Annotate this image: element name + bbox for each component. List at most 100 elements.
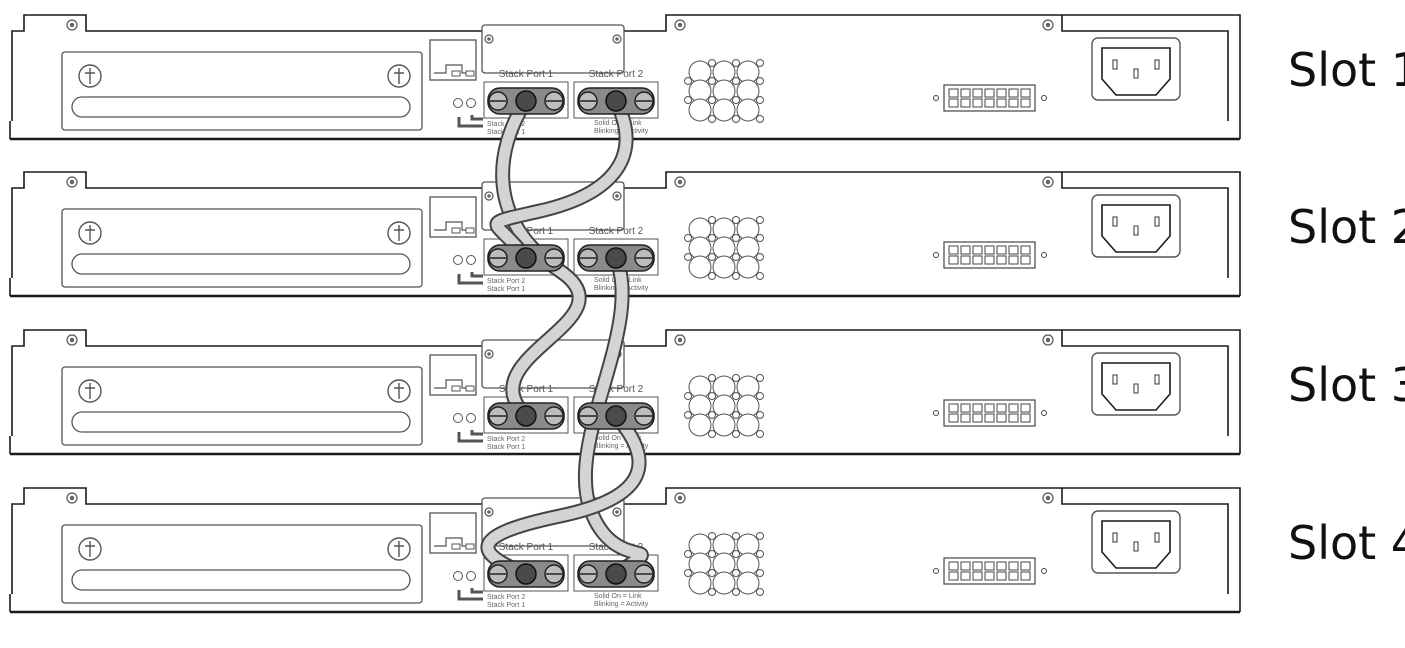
fan-vent-small-hole (708, 374, 716, 382)
fan-vent-hole (688, 571, 712, 595)
rps-pin (996, 561, 1007, 571)
fan-vent-hole (712, 571, 736, 595)
chassis-outline (11, 171, 1241, 278)
expansion-slot-handle (71, 411, 411, 433)
led-legend-stack-port-1: Stack Port 1 (487, 444, 525, 451)
screw-head-icon (1045, 495, 1051, 501)
fan-vent-small-hole (756, 77, 764, 85)
fan-vent-small-hole (732, 411, 740, 419)
fan-vent-small-hole (684, 569, 692, 577)
connector-cable-boot (515, 405, 537, 427)
stack-port-1-label: Stack Port 1 (499, 384, 554, 395)
rps-pin (1020, 571, 1031, 581)
rps-pin (1020, 245, 1031, 255)
expansion-slot-cover (61, 524, 423, 604)
led-legend-stack-port-2: Stack Port 2 (487, 436, 525, 443)
fan-vent-hole (688, 413, 712, 437)
rps-screw-icon (933, 252, 939, 258)
rps-pin (960, 413, 971, 423)
ac-pin (1133, 225, 1139, 236)
fan-vent-small-hole (732, 272, 740, 280)
rps-pin (1020, 403, 1031, 413)
led-leader-line (457, 432, 483, 443)
fan-vent-hole (736, 255, 760, 279)
chassis-outline (11, 487, 1241, 594)
screw-head-icon (1045, 337, 1051, 343)
rps-pin (996, 571, 1007, 581)
screw-head-icon (69, 495, 75, 501)
rps-pin (1008, 571, 1019, 581)
fan-vent-small-hole (708, 392, 716, 400)
console-pin (451, 70, 461, 77)
rps-pin (972, 561, 983, 571)
console-pin (465, 70, 475, 77)
screw-head-icon (487, 37, 491, 41)
fan-vent-hole (712, 98, 736, 122)
fan-vent-small-hole (732, 234, 740, 242)
fan-vent-small-hole (684, 96, 692, 104)
rps-pin (984, 245, 995, 255)
connector-cable-boot (605, 247, 627, 269)
screw-head-icon (615, 37, 619, 41)
fan-vent-hole (736, 571, 760, 595)
stack-connector-slot-2-port-2 (577, 244, 655, 272)
rps-pin (948, 255, 959, 265)
stack-led-icon (453, 255, 463, 265)
rps-pin (972, 245, 983, 255)
fan-vent-small-hole (684, 411, 692, 419)
rps-screw-icon (933, 568, 939, 574)
console-port-socket (434, 221, 472, 231)
fan-vent-small-hole (756, 115, 764, 123)
console-pin (465, 227, 475, 234)
fan-vent-small-hole (708, 216, 716, 224)
stack-module-plate (481, 24, 625, 74)
ac-pin (1112, 374, 1118, 385)
screw-head-icon (487, 352, 491, 356)
led-leader-line (470, 430, 483, 436)
stack-led-icon (453, 413, 463, 423)
fan-vent-small-hole (756, 59, 764, 67)
stack-port-1-label: Stack Port 1 (499, 69, 554, 80)
rps-pin (960, 88, 971, 98)
ac-pin (1133, 383, 1139, 394)
fan-vent-small-hole (684, 550, 692, 558)
thumbscrew-cross-icon (394, 225, 404, 241)
rps-pin (960, 571, 971, 581)
ac-pin (1112, 532, 1118, 543)
fan-vent-small-hole (756, 272, 764, 280)
rps-pin (960, 561, 971, 571)
fan-vent-small-hole (708, 96, 716, 104)
stack-led-icon (453, 571, 463, 581)
link-legend-solid: Solid On = Link (594, 593, 642, 600)
fan-vent-small-hole (708, 77, 716, 85)
rps-pin (984, 561, 995, 571)
screw-head-icon (69, 337, 75, 343)
fan-vent-small-hole (732, 77, 740, 85)
stack-connector-slot-3-port-1 (487, 402, 565, 430)
rps-pin (984, 98, 995, 108)
screw-head-icon (615, 510, 619, 514)
fan-vent-small-hole (732, 392, 740, 400)
fan-vent-small-hole (732, 253, 740, 261)
rps-pin (1008, 403, 1019, 413)
link-legend-blinking: Blinking = Activity (594, 601, 649, 608)
rps-screw-icon (1041, 95, 1047, 101)
fan-vent-small-hole (708, 115, 716, 123)
fan-vent-small-hole (756, 411, 764, 419)
fan-vent-small-hole (756, 234, 764, 242)
rps-pin (960, 98, 971, 108)
console-pin (465, 385, 475, 392)
slot-label-2: Slot 2 (1288, 200, 1405, 254)
fan-vent-hole (736, 98, 760, 122)
fan-vent-small-hole (732, 569, 740, 577)
screw-head-icon (1045, 22, 1051, 28)
fan-vent-small-hole (732, 59, 740, 67)
stack-port-2-label: Stack Port 2 (589, 69, 644, 80)
stack-led-icon (466, 255, 476, 265)
rps-pin (996, 255, 1007, 265)
rps-pin (1020, 88, 1031, 98)
ac-pin (1154, 216, 1160, 227)
led-leader-line (470, 115, 483, 121)
rps-pin (996, 98, 1007, 108)
